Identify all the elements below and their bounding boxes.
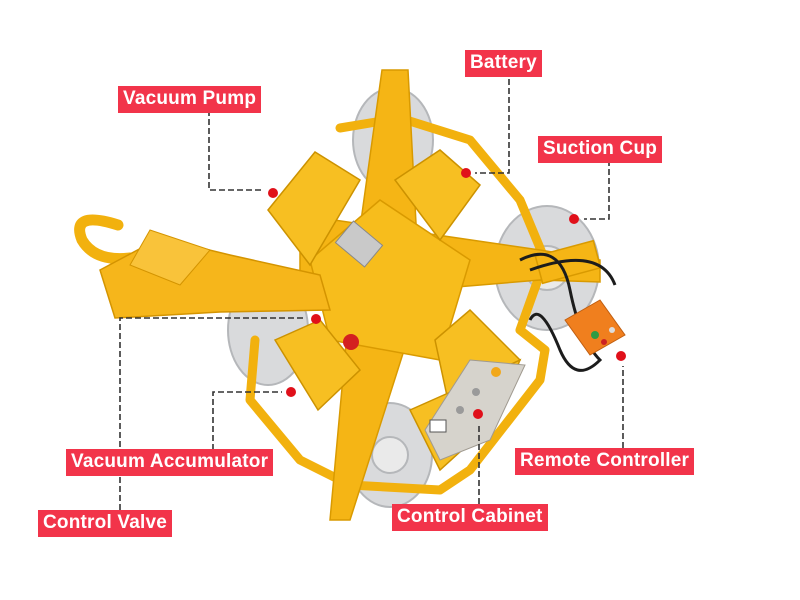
leader-battery xyxy=(475,79,510,174)
leader-vacuum-pump xyxy=(208,110,262,191)
marker-vacuum-pump xyxy=(268,188,278,198)
label-control-cabinet: Control Cabinet xyxy=(392,504,548,531)
indicator-light xyxy=(491,367,501,377)
label-battery: Battery xyxy=(465,50,542,77)
leader-suction-cup xyxy=(584,160,610,220)
label-control-valve: Control Valve xyxy=(38,510,173,537)
marker-control-cabinet xyxy=(473,409,483,419)
hinge-bracket xyxy=(334,220,384,268)
marker-vacuum-accumulator xyxy=(286,387,296,397)
marker-suction-cup xyxy=(569,214,579,224)
handle-arm xyxy=(74,214,331,319)
emergency-knob xyxy=(343,334,359,350)
label-vacuum-accumulator: Vacuum Accumulator xyxy=(66,449,274,476)
leader-vacuum-accumulator xyxy=(212,391,282,450)
remote-pendant xyxy=(519,252,626,372)
callout-markers xyxy=(268,168,626,419)
leader-control-valve xyxy=(119,317,306,510)
label-suction-cup: Suction Cup xyxy=(538,136,663,163)
marker-remote-controller xyxy=(616,351,626,361)
leader-lines xyxy=(119,79,624,510)
cabinet-display xyxy=(429,419,447,433)
marker-battery xyxy=(461,168,471,178)
marker-control-valve xyxy=(311,314,321,324)
label-vacuum-pump: Vacuum Pump xyxy=(118,86,262,113)
label-remote-controller: Remote Controller xyxy=(515,448,695,475)
handle-frame xyxy=(245,113,550,495)
